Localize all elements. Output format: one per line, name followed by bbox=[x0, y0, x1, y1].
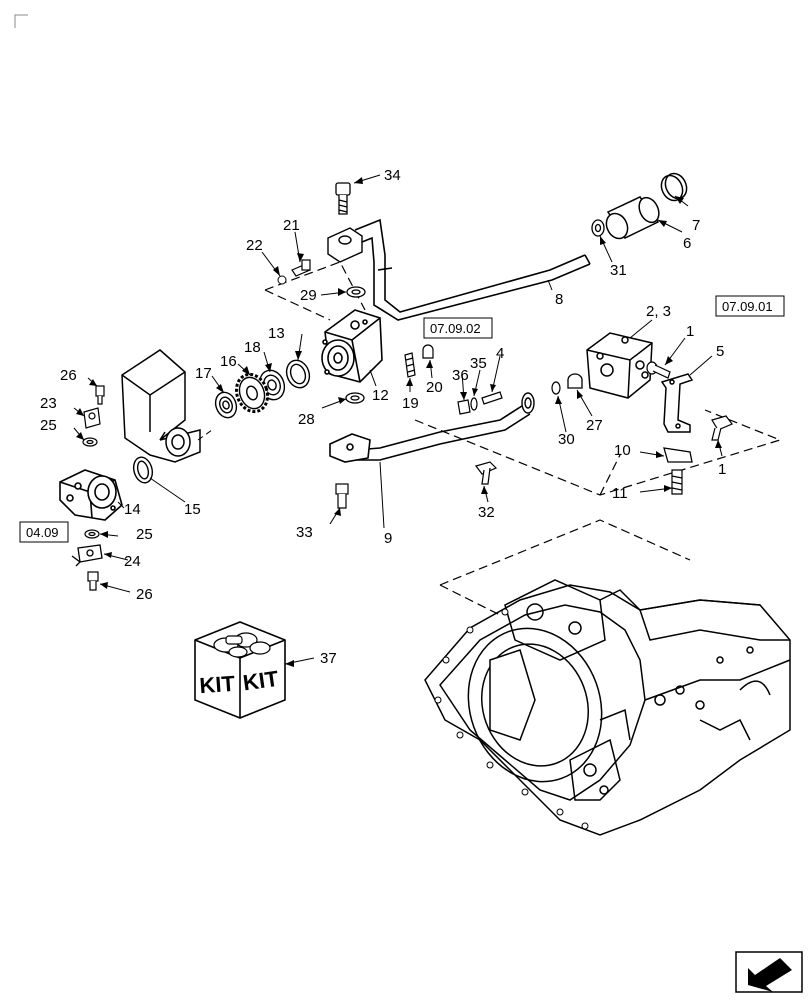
leader-arrowheads bbox=[76, 177, 722, 667]
banjo-fitting-top bbox=[327, 227, 363, 263]
upper-oil-pipe bbox=[354, 218, 591, 321]
callout-15: 15 bbox=[184, 501, 201, 518]
hose-6 bbox=[605, 196, 660, 240]
plate-10 bbox=[663, 447, 693, 463]
o-ring-13 bbox=[285, 359, 311, 389]
kit-box: KIT KIT bbox=[194, 621, 286, 719]
bolt-1-lower bbox=[711, 415, 733, 441]
callout-20: 20 bbox=[426, 379, 443, 396]
fitting-23 bbox=[83, 407, 101, 429]
ref-box-07-09-02[interactable]: 07.09.02 bbox=[423, 317, 493, 339]
washer-29 bbox=[346, 286, 366, 298]
stud-19 bbox=[404, 352, 416, 378]
next-page-arrow-icon[interactable] bbox=[735, 951, 803, 993]
washer-35 bbox=[470, 397, 478, 411]
ref-box-07-09-01[interactable]: 07.09.01 bbox=[715, 295, 785, 317]
callout-30: 30 bbox=[558, 431, 575, 448]
callout-26-top: 26 bbox=[60, 367, 77, 384]
nut-20 bbox=[422, 344, 434, 359]
callout-21: 21 bbox=[283, 217, 300, 234]
bolt-34 bbox=[335, 182, 351, 215]
bolt-11 bbox=[671, 469, 683, 495]
callout-23: 23 bbox=[40, 395, 57, 412]
callout-31: 31 bbox=[610, 262, 627, 279]
callout-7: 7 bbox=[692, 217, 700, 234]
washer-28 bbox=[345, 392, 365, 404]
callout-33: 33 bbox=[296, 524, 313, 541]
valve-block bbox=[586, 332, 653, 399]
callout-11: 11 bbox=[612, 485, 628, 502]
bolt-1-upper bbox=[646, 361, 671, 379]
callout-4: 4 bbox=[496, 345, 504, 362]
callout-6: 6 bbox=[683, 235, 691, 252]
clamp-7 bbox=[660, 172, 688, 202]
callout-25-bottom: 25 bbox=[136, 526, 153, 543]
callout-12: 12 bbox=[372, 387, 389, 404]
callout-26-bottom: 26 bbox=[136, 586, 153, 603]
bolt-26-bottom bbox=[87, 571, 99, 591]
callout-1-upper: 1 bbox=[686, 323, 694, 340]
callout-28: 28 bbox=[298, 411, 315, 428]
nut-36 bbox=[457, 399, 471, 415]
callout-13: 13 bbox=[268, 325, 285, 342]
corner-mark bbox=[14, 14, 28, 28]
bracket-5 bbox=[660, 373, 694, 433]
callout-22: 22 bbox=[246, 237, 263, 254]
callout-24: 24 bbox=[124, 553, 141, 570]
guide-housing bbox=[197, 429, 213, 441]
callout-18: 18 bbox=[244, 339, 261, 356]
ref-07-09-02-label: 07.09.02 bbox=[430, 321, 481, 336]
ref-07-09-01-label: 07.09.01 bbox=[722, 299, 773, 314]
bolt-32 bbox=[474, 461, 498, 485]
callout-34: 34 bbox=[384, 167, 401, 184]
transmission-housing bbox=[424, 579, 791, 836]
callout-29: 29 bbox=[300, 287, 317, 304]
pump-housing bbox=[321, 309, 383, 383]
kit-parts-pile bbox=[213, 632, 271, 658]
callout-17: 17 bbox=[195, 365, 212, 382]
bolt-21 bbox=[291, 259, 311, 277]
o-ring-15 bbox=[132, 456, 154, 484]
callout-labels: 34 21 22 29 7 6 31 8 2, 3 1 5 13 18 16 1… bbox=[40, 167, 726, 667]
callout-14: 14 bbox=[124, 501, 141, 518]
callout-5: 5 bbox=[716, 343, 724, 360]
bearing-17 bbox=[214, 391, 238, 419]
bell-housing-bolts bbox=[434, 608, 589, 830]
callout-1-lower: 1 bbox=[718, 461, 726, 478]
callout-8: 8 bbox=[555, 291, 563, 308]
callout-19: 19 bbox=[402, 395, 419, 412]
lower-oil-pipe bbox=[329, 403, 531, 463]
callout-2-3: 2, 3 bbox=[646, 303, 671, 320]
callout-27: 27 bbox=[586, 417, 603, 434]
fitting-31 bbox=[591, 219, 605, 237]
washer-25-top bbox=[82, 437, 98, 447]
washer-25-bottom bbox=[84, 529, 100, 539]
callout-25-top: 25 bbox=[40, 417, 57, 434]
callout-35: 35 bbox=[470, 355, 487, 372]
kit-label-right: KIT bbox=[241, 666, 280, 696]
bolt-26-top bbox=[95, 385, 105, 405]
flange-fitting bbox=[521, 392, 535, 414]
callout-16: 16 bbox=[220, 353, 237, 370]
callout-9: 9 bbox=[384, 530, 392, 547]
gear-16 bbox=[234, 372, 270, 414]
callout-37: 37 bbox=[320, 650, 337, 667]
engine-housing-fragment bbox=[121, 349, 201, 463]
fitting-24 bbox=[71, 544, 103, 567]
callout-10: 10 bbox=[614, 442, 631, 459]
washer-30 bbox=[551, 381, 561, 395]
bolt-33 bbox=[335, 483, 349, 509]
kit-label-left: KIT bbox=[199, 671, 237, 698]
washer-22 bbox=[277, 275, 287, 285]
ref-box-04-09[interactable]: 04.09 bbox=[19, 521, 69, 543]
fitting-27 bbox=[567, 373, 583, 389]
ref-04-09-label: 04.09 bbox=[26, 525, 59, 540]
callout-32: 32 bbox=[478, 504, 495, 521]
callout-36: 36 bbox=[452, 367, 469, 384]
stud-4 bbox=[481, 391, 503, 405]
hydraulic-pump bbox=[59, 469, 123, 521]
